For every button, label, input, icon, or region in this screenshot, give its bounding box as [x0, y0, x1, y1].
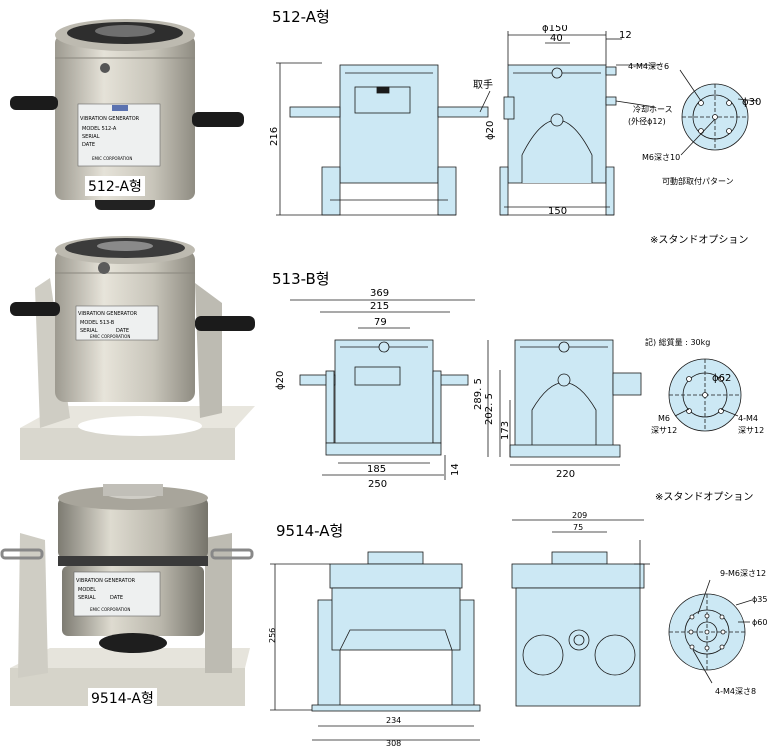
- photo-513b: VIBRATION GENERATOR MODEL 513-B SERIAL D…: [10, 236, 255, 460]
- nameplate-maker: EMIC CORPORATION: [90, 607, 130, 612]
- label-pattern: 可動部取付パターン: [662, 176, 734, 186]
- nameplate-title: VIBRATION GENERATOR: [80, 116, 140, 122]
- dim-dia20: ϕ20: [275, 371, 286, 390]
- nameplate-model: MODEL 513-B: [80, 320, 115, 326]
- photo-9514a: VIBRATION GENERATOR MODEL SERIAL DATE EM…: [0, 484, 254, 706]
- nameplate-date: DATE: [82, 142, 95, 148]
- photo-label-512a: 512-A형: [85, 176, 145, 196]
- photo-512a: VIBRATION GENERATOR MODEL 512-A SERIAL D…: [10, 19, 244, 210]
- dim-79: 79: [374, 317, 387, 328]
- label-handle: 取手: [473, 78, 493, 91]
- dim-234: 234: [386, 716, 401, 725]
- dim-dia60: ϕ60: [752, 618, 767, 627]
- dim-14: 14: [450, 463, 461, 476]
- nameplate-serial: SERIAL: [80, 328, 98, 334]
- nameplate-serial: SERIAL: [82, 134, 100, 140]
- dim-dia20: ϕ20: [485, 121, 496, 140]
- drawing-513b: 369 215 79 ϕ20 185 250 14 289. 5 202. 5 …: [275, 288, 764, 490]
- dim-height: 216: [269, 127, 280, 146]
- dim-220: 220: [556, 469, 575, 480]
- label-hose-dia: (外径ϕ12): [628, 116, 666, 126]
- label-m6: M6: [658, 414, 670, 423]
- dim-75: 75: [573, 523, 583, 532]
- model-title-512a: 512-A형: [272, 8, 330, 26]
- label-m4: 4-M4深さ8: [715, 687, 756, 696]
- nameplate-title: VIBRATION GENERATOR: [78, 311, 138, 317]
- dim-209: 209: [572, 511, 587, 520]
- dim-dia150: ϕ150: [542, 25, 568, 34]
- dim-256: 256: [268, 628, 277, 643]
- dim-185: 185: [367, 464, 386, 475]
- nameplate-maker: EMIC CORPORATION: [92, 156, 132, 161]
- dim-173: 173: [500, 421, 511, 440]
- stand-option-note-2: ※スタンドオプション: [655, 492, 754, 503]
- drawing-9514a: 256 234 308 209 75 9-M6深さ12 ϕ35 ϕ60 4-M4…: [268, 511, 767, 746]
- nameplate-serial: SERIAL: [78, 595, 96, 601]
- nameplate-title: VIBRATION GENERATOR: [76, 578, 136, 584]
- label-m4-depth: 深サ12: [738, 426, 764, 435]
- label-m6-depth: 深サ12: [651, 426, 677, 435]
- model-title-9514a: 9514-A형: [276, 522, 344, 540]
- nameplate-date: DATE: [116, 328, 129, 334]
- dim-2025: 202. 5: [484, 393, 495, 425]
- label-m6: M6深さ10: [642, 153, 680, 162]
- nameplate-date: DATE: [110, 595, 123, 601]
- dim-308: 308: [386, 739, 401, 746]
- dim-dia35: ϕ35: [752, 595, 767, 604]
- model-title-513b: 513-B형: [272, 270, 330, 288]
- dim-12: 12: [619, 30, 632, 41]
- drawing-512a: 216 ϕ150 40 12 150 ϕ20 取手 4-M4深さ6 冷却ホース …: [269, 25, 761, 217]
- dim-dia62: ϕ62: [712, 373, 731, 384]
- dim-dia30: ϕ30: [742, 97, 761, 108]
- nameplate-model: MODEL: [78, 587, 96, 593]
- dim-369: 369: [370, 288, 389, 299]
- label-m4: 4-M4: [738, 414, 758, 423]
- label-m4: 4-M4深さ6: [628, 62, 669, 71]
- stand-option-note-1: ※スタンドオプション: [650, 235, 749, 246]
- dim-2895: 289. 5: [473, 378, 484, 410]
- dim-width150: 150: [548, 206, 567, 217]
- nameplate-maker: EMIC CORPORATION: [90, 334, 130, 339]
- photo-label-9514a: 9514-A형: [88, 688, 157, 708]
- label-hose: 冷却ホース: [633, 104, 673, 114]
- label-m6: 9-M6深さ12: [720, 569, 766, 578]
- dim-40: 40: [550, 33, 563, 44]
- nameplate-model: MODEL 512-A: [82, 126, 117, 132]
- dim-215: 215: [370, 301, 389, 312]
- dim-250: 250: [368, 479, 387, 490]
- label-mass: 記) 総質量 : 30kg: [645, 337, 710, 347]
